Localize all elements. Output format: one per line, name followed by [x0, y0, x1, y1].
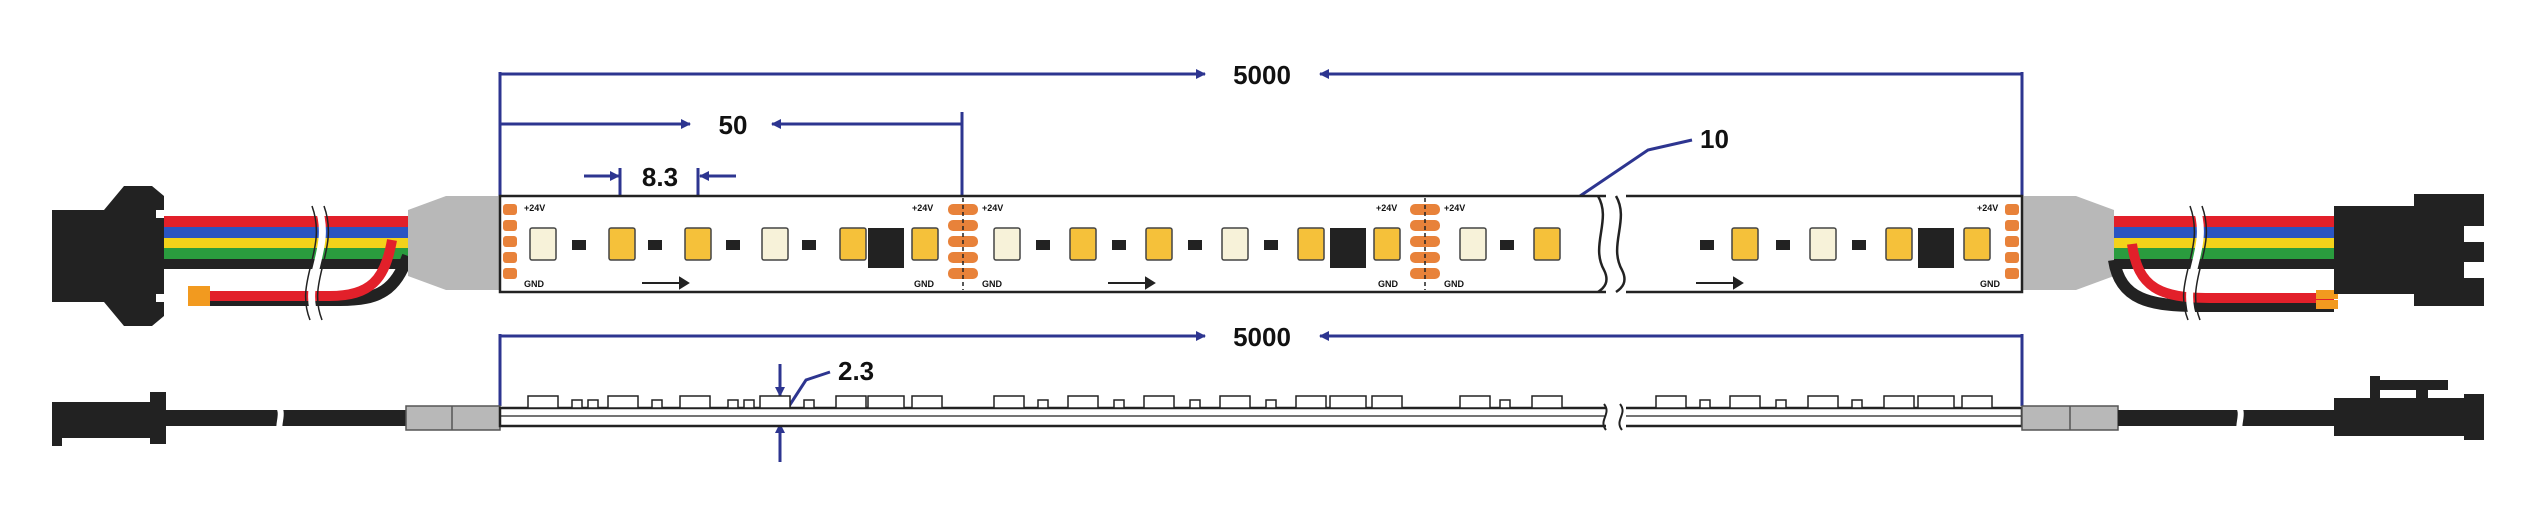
arrow-right-icon: [1108, 276, 1156, 290]
led-strip-top-view: +24V GND +24V GND +24V GND +24V GND +24V…: [498, 190, 2024, 298]
pad-label-positive: +24V: [1444, 203, 1465, 213]
led-chip: [1731, 227, 1759, 261]
led-chip: [1963, 227, 1991, 261]
dimension-segment-length: [500, 112, 964, 196]
pad-label-positive: +24V: [524, 203, 545, 213]
right-wires-top: [2108, 204, 2338, 322]
led-chip: [839, 227, 867, 261]
led-chip: [993, 227, 1021, 261]
led-group-3: [1459, 227, 1561, 261]
break-mark-icon: [1596, 195, 1626, 294]
pad-label-ground: GND: [914, 279, 935, 289]
left-cable-side: [166, 410, 406, 426]
solder-pads-right: [2005, 204, 2019, 279]
pad-label-ground: GND: [1378, 279, 1399, 289]
right-shrink-tube-top: [2022, 196, 2114, 290]
pad-label-positive: +24V: [1376, 203, 1397, 213]
led-pitch-label: 8.3: [642, 162, 678, 192]
pad-label-positive: +24V: [1977, 203, 1998, 213]
ic-chip-icon: [1918, 228, 1954, 268]
led-chip: [1221, 227, 1249, 261]
pad-label-positive: +24V: [982, 203, 1003, 213]
left-shrink-tube-top: [408, 196, 500, 290]
total-length-top-label: 5000: [1233, 60, 1291, 90]
led-chip: [761, 227, 789, 261]
led-chip: [608, 227, 636, 261]
arrow-right-icon: [642, 276, 690, 290]
left-shrink-tube-side: [405, 405, 501, 431]
led-chip: [1885, 227, 1913, 261]
ic-chip-icon: [868, 228, 904, 268]
led-chip: [1809, 227, 1837, 261]
break-mark-icon: [1602, 403, 1624, 431]
left-connector-side: [52, 392, 166, 446]
led-chip: [1459, 227, 1487, 261]
pad-label-ground: GND: [1980, 279, 2001, 289]
led-chip: [1145, 227, 1173, 261]
led-chip: [529, 227, 557, 261]
led-chip: [1373, 227, 1401, 261]
dimension-total-length-side: [498, 331, 2024, 406]
solder-pads-left: [503, 204, 517, 279]
led-chip: [1297, 227, 1325, 261]
left-connector-top: [52, 186, 164, 326]
led-chip: [1069, 227, 1097, 261]
strip-thickness-label: 2.3: [838, 356, 874, 386]
led-chip: [684, 227, 712, 261]
arrow-right-icon: [1696, 276, 1744, 290]
led-strip-side-view: [498, 395, 2024, 432]
pad-label-positive: +24V: [912, 203, 933, 213]
led-group-1: [529, 227, 939, 268]
right-connector-side: [2334, 376, 2484, 440]
pad-label-ground: GND: [524, 279, 545, 289]
pad-label-ground: GND: [982, 279, 1003, 289]
cut-mark-icon: [1410, 198, 1440, 290]
left-wires-top: [164, 204, 414, 322]
segment-length-label: 50: [719, 110, 748, 140]
total-length-side-label: 5000: [1233, 322, 1291, 352]
led-chip: [1533, 227, 1561, 261]
pad-label-ground-overlapped: GND: [1444, 279, 1465, 289]
cut-mark-icon: [948, 198, 978, 290]
strip-width-label: 10: [1700, 124, 1729, 154]
led-group-2: [993, 227, 1401, 268]
led-group-4: [1700, 227, 1991, 268]
ic-chip-icon: [1330, 228, 1366, 268]
right-connector-top: [2334, 194, 2484, 306]
led-chip: [911, 227, 939, 261]
dimension-total-length-top: [498, 69, 2024, 196]
right-cable-side: [2118, 410, 2334, 426]
